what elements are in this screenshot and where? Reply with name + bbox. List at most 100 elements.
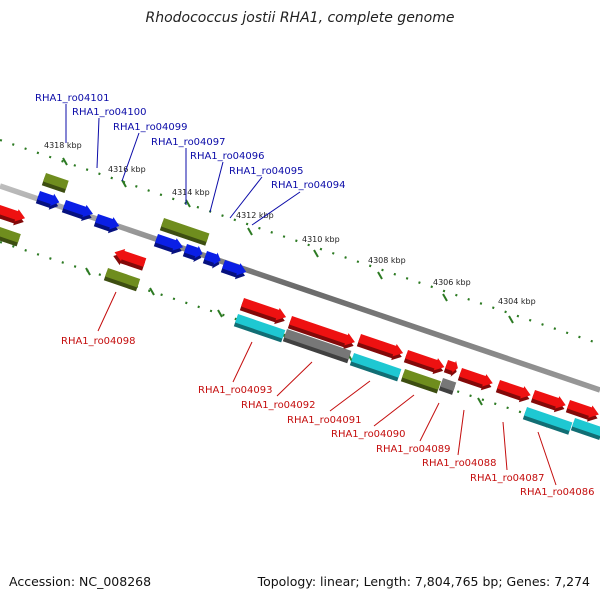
gene-arrow <box>522 407 573 435</box>
bottom-leader-lines <box>97 291 557 486</box>
gene-arrow <box>495 380 531 403</box>
gene-arrow <box>93 214 120 234</box>
tick-mark <box>121 179 127 188</box>
topology-text: Topology: linear; Length: 7,804,765 bp; … <box>257 574 590 589</box>
gene-label: RHA1_ro04099 <box>113 122 188 133</box>
gene-arrow-face <box>405 350 445 371</box>
gene-label: RHA1_ro04096 <box>190 151 265 162</box>
leader-line <box>419 402 440 442</box>
gene-arrow <box>233 314 286 343</box>
gene-arrow <box>282 329 352 364</box>
gene-arrow <box>113 249 147 271</box>
gene-label: RHA1_ro04097 <box>151 137 226 148</box>
gene-arrow-face <box>402 369 441 390</box>
gene-arrow <box>239 298 287 325</box>
tick-mark <box>247 227 253 236</box>
tick-label: 4312 kbp <box>236 211 274 220</box>
upper-guide-line <box>0 138 600 346</box>
tick-mark <box>85 267 91 276</box>
lower-guide-line <box>0 240 600 440</box>
gene-arrow-face <box>0 227 21 243</box>
gene-arrow <box>457 368 493 391</box>
gene-arrow <box>570 418 600 440</box>
dotted-guides <box>0 138 600 440</box>
tick-mark <box>508 315 514 324</box>
gene-arrow-face <box>358 334 404 357</box>
gene-arrow <box>153 234 184 255</box>
tick-label: 4306 kbp <box>433 278 471 287</box>
tick-label: 4310 kbp <box>302 235 340 244</box>
gene-arrow <box>443 360 458 377</box>
leader-line <box>251 191 301 226</box>
gene-arrow <box>287 316 355 350</box>
gene-label: RHA1_ro04087 <box>470 473 545 484</box>
leader-line <box>537 431 557 486</box>
leader-line <box>457 409 465 456</box>
leader-line <box>232 341 253 383</box>
gene-arrow-face <box>0 205 26 222</box>
leader-line <box>97 291 117 332</box>
gene-arrow <box>220 260 247 280</box>
tick-label: 4308 kbp <box>368 256 406 265</box>
gene-arrow <box>202 251 221 269</box>
tick-mark <box>377 271 383 280</box>
gene-arrow-face <box>497 380 531 399</box>
gene-arrow-face <box>37 191 60 207</box>
tick-mark <box>149 287 155 296</box>
gene-label: RHA1_ro04092 <box>241 400 316 411</box>
gene-arrow-face <box>161 218 210 242</box>
gene-label: RHA1_ro04090 <box>331 429 406 440</box>
leader-line <box>276 361 313 397</box>
leader-line <box>209 161 224 213</box>
gene-arrow <box>103 268 141 292</box>
gene-arrow-face <box>114 249 147 267</box>
tick-mark <box>442 293 448 302</box>
gene-arrow-face <box>235 314 286 339</box>
gene-arrow <box>530 390 566 413</box>
gene-arrow-face <box>351 353 402 378</box>
gene-arrow-face <box>63 200 93 218</box>
gene-label: RHA1_ro04093 <box>198 385 273 396</box>
gene-label: RHA1_ro04094 <box>271 180 346 191</box>
gene-arrow-face <box>241 298 287 321</box>
gene-arrow-face <box>532 390 566 409</box>
gene-arrow <box>35 191 60 210</box>
gene-label: RHA1_ro04095 <box>229 166 304 177</box>
gene-arrow-face <box>222 260 247 276</box>
gene-arrow <box>159 218 210 246</box>
gene-label: RHA1_ro04100 <box>72 107 147 118</box>
gene-arrow-face <box>204 251 221 265</box>
leader-line <box>329 380 371 412</box>
tick-mark <box>62 157 68 166</box>
page-title: Rhodococcus jostii RHA1, complete genome <box>145 10 455 26</box>
gene-arrow <box>403 350 445 375</box>
gene-arrow-face <box>572 418 600 437</box>
gene-arrow <box>182 244 203 262</box>
gene-arrow-face <box>524 407 573 431</box>
tick-label: 4316 kbp <box>108 165 146 174</box>
gene-arrow <box>0 205 26 226</box>
tick-label: 4314 kbp <box>172 188 210 197</box>
gene-arrow-face <box>155 234 184 251</box>
gene-arrow <box>565 400 599 422</box>
gene-arrow-face <box>445 360 458 373</box>
gene-label: RHA1_ro04091 <box>287 415 362 426</box>
gene-arrow-face <box>105 268 141 288</box>
tick-mark <box>185 199 191 208</box>
gene-label: RHA1_ro04086 <box>520 487 595 498</box>
gene-arrow <box>438 378 457 395</box>
gene-arrow-face <box>459 368 493 387</box>
gene-label: RHA1_ro04101 <box>35 93 110 104</box>
gene-arrow-face <box>184 244 203 259</box>
tick-label: 4304 kbp <box>498 297 536 306</box>
gene-arrow <box>41 173 69 194</box>
leader-line <box>96 117 100 169</box>
gene-arrow-face <box>95 214 120 230</box>
gene-arrow-face <box>43 173 69 190</box>
gene-arrow <box>61 200 93 221</box>
gene-arrow <box>349 353 402 382</box>
gene-arrow <box>356 334 404 361</box>
gene-arrow <box>400 369 441 394</box>
gene-arrow-face <box>567 400 599 418</box>
